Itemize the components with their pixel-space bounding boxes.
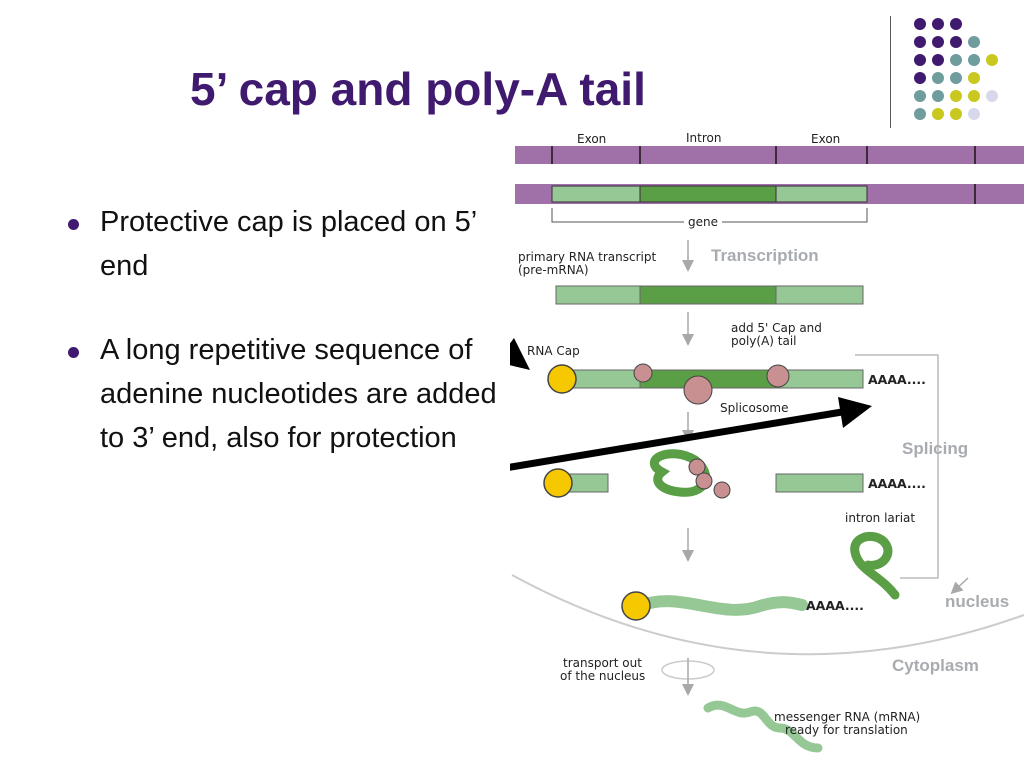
nucleus-label: nucleus	[945, 592, 1009, 611]
cap-arrow-head	[510, 338, 530, 370]
mrna-processing-diagram: Exon Intron Exon gene primary RNA transc…	[510, 131, 1024, 753]
cytoplasm-label: Cytoplasm	[892, 656, 979, 675]
dot-icon	[968, 54, 980, 66]
dot-icon	[932, 90, 944, 102]
dot-icon	[932, 18, 944, 30]
dot-icon	[950, 72, 962, 84]
cytoplasm-mrna	[703, 700, 823, 753]
corner-divider	[890, 16, 891, 128]
exon-segment	[775, 185, 868, 203]
polya-tail-text: AAAA....	[868, 476, 926, 491]
bullet-text: Protective cap is placed on 5’ end	[100, 206, 477, 282]
rna-cap-icon	[621, 591, 651, 621]
dot-icon	[968, 108, 980, 120]
polya-tail-text: AAAA....	[868, 372, 926, 387]
tail-arrow-head	[838, 397, 872, 428]
dot-icon	[932, 72, 944, 84]
dot-icon	[914, 90, 926, 102]
dot-icon	[932, 36, 944, 48]
dot-icon	[968, 90, 980, 102]
mature-mrna	[634, 595, 808, 616]
dot-icon	[950, 18, 962, 30]
gene-label: gene	[688, 215, 718, 229]
dna-strand-top	[515, 146, 1024, 164]
transport-label-2: of the nucleus	[560, 669, 645, 683]
polya-tail-label: poly(A) tail	[731, 334, 797, 348]
dot-icon	[932, 54, 944, 66]
nucleus-membrane	[511, 574, 1024, 656]
spliceosome-icon	[683, 375, 713, 405]
spliceosome-icon	[695, 472, 713, 490]
dot-icon	[914, 18, 926, 30]
rna-cap-label: RNA Cap	[527, 344, 580, 358]
intron-lariat-label: intron lariat	[845, 511, 915, 525]
bullet-dot-icon	[68, 347, 79, 358]
transport-label: transport out	[563, 656, 642, 670]
spliceosome-icon	[766, 364, 790, 388]
spliceosome-icon	[688, 458, 706, 476]
dot-icon	[950, 108, 962, 120]
dot-icon	[986, 54, 998, 66]
dot-icon	[914, 36, 926, 48]
exon-right-label: Exon	[811, 132, 840, 146]
spliceosome-icon	[713, 481, 731, 499]
splicing-bracket	[855, 354, 939, 579]
mrna-ready-label: ready for translation	[785, 723, 908, 737]
dot-icon	[950, 90, 962, 102]
bullet-list: Protective cap is placed on 5’ end A lon…	[60, 200, 500, 460]
add-cap-label: add 5' Cap and	[731, 321, 822, 335]
bullet-item: Protective cap is placed on 5’ end	[60, 200, 500, 288]
transcription-label: Transcription	[711, 246, 819, 265]
intron-segment	[639, 185, 777, 203]
bullet-item: A long repetitive sequence of adenine nu…	[60, 328, 500, 460]
spliced-exon	[775, 473, 864, 493]
dot-icon	[968, 72, 980, 84]
pre-mrna-exon	[775, 285, 864, 305]
dot-icon	[950, 54, 962, 66]
exon-left-label: Exon	[577, 132, 606, 146]
dot-icon	[932, 108, 944, 120]
dot-icon	[968, 36, 980, 48]
dot-icon	[914, 54, 926, 66]
pre-mrna-intron	[639, 285, 777, 305]
rna-cap-icon	[547, 364, 577, 394]
dot-icon	[914, 72, 926, 84]
dot-icon	[950, 36, 962, 48]
tail-pointer-arrow	[510, 408, 846, 471]
spliceosome-icon	[633, 363, 653, 383]
intron-label: Intron	[686, 131, 721, 145]
mrna-label: messenger RNA (mRNA)	[774, 710, 920, 724]
rna-cap-icon	[543, 468, 573, 498]
pre-mrna-label: (pre-mRNA)	[518, 263, 589, 277]
pre-mrna-exon	[555, 285, 641, 305]
bullet-text: A long repetitive sequence of adenine nu…	[100, 334, 497, 454]
dot-icon	[986, 90, 998, 102]
intron-lariat	[850, 532, 900, 600]
dot-icon	[914, 108, 926, 120]
decorative-dot-grid	[914, 18, 998, 120]
bullet-dot-icon	[68, 219, 79, 230]
exon-segment	[551, 185, 641, 203]
slide-title: 5’ cap and poly-A tail	[190, 63, 646, 115]
splicing-label: Splicing	[902, 439, 968, 458]
polya-tail-text: AAAA....	[806, 598, 864, 613]
primary-transcript-label: primary RNA transcript	[518, 250, 656, 264]
spliceosome-label: Splicosome	[720, 401, 789, 415]
